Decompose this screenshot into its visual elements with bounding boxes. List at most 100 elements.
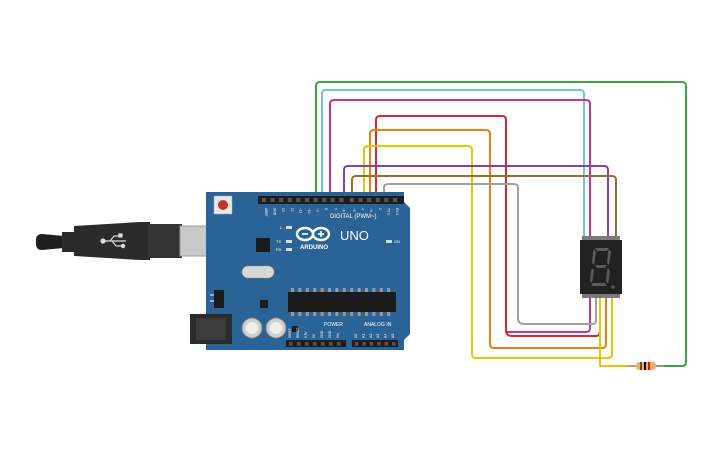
led-label-l: L [280,225,283,230]
power-pin-hole[interactable] [313,342,317,346]
digital-pin-label: 12 [290,208,294,212]
digital-pin-label: 2 [378,208,382,210]
chip-leg [335,312,339,316]
digital-pin-label: 13 [281,208,285,212]
power-pin-label: GND [320,330,324,338]
chip-leg [320,288,324,292]
wire-brown[interactable] [351,175,617,246]
wire-red[interactable] [375,115,601,337]
chip-leg [357,312,361,316]
power-pin-hole[interactable] [305,342,309,346]
chip-leg [365,312,368,316]
wire-magenta[interactable] [329,99,591,333]
wire-gray[interactable] [383,183,597,325]
digital-pin-hole[interactable] [322,198,327,202]
digital-pin-label: ~6 [341,208,345,212]
digital-pin-hole[interactable] [305,198,309,202]
chip-leg [350,312,354,316]
resistor-band-3 [648,362,650,370]
power-pin-label: Vin [336,333,340,338]
power-pin-hole[interactable] [289,342,293,346]
chip-leg [379,288,383,292]
analog-header[interactable] [352,340,398,347]
chip-pins [291,288,391,316]
digital-header-label: DIGITAL (PWM~) [330,214,377,220]
digital-pin-hole[interactable] [296,198,301,202]
power-pin-hole[interactable] [321,342,325,346]
analog-pin-label: A1 [361,334,365,338]
digital-pin-label: AREF [264,208,268,217]
chip-leg [335,288,339,292]
digital-pin-hole[interactable] [330,198,335,202]
power-pin-label: RESET [296,327,300,338]
chip-leg [313,312,317,316]
analog-pin-hole[interactable] [392,342,396,346]
wire-green[interactable] [315,81,687,367]
chip-leg [357,288,361,292]
bottom-pin-holes[interactable] [289,342,396,346]
digital-pin-holes[interactable] [262,198,397,202]
usb-chip [256,238,270,252]
digital-pin-hole[interactable] [375,198,380,202]
analog-pin-hole[interactable] [355,342,359,346]
atmega-chip [288,292,396,312]
resistor[interactable] [628,362,664,370]
digital-pin-hole[interactable] [393,198,397,202]
crystal [241,265,275,279]
digital-pin-hole[interactable] [313,198,318,202]
digital-pin-hole[interactable] [270,198,275,202]
analog-pin-hole[interactable] [362,342,366,346]
chip-leg [305,288,309,292]
power-pin-label: 3.3V [304,331,308,338]
power-pin-hole[interactable] [337,342,341,346]
analog-pin-hole[interactable] [377,342,381,346]
display-pins-bottom [582,292,620,298]
chip-leg [342,312,346,316]
analog-pin-hole[interactable] [369,342,374,346]
digital-pin-label: ~3 [369,208,373,212]
logo-text: ARDUINO [300,245,328,251]
power-pin-hole[interactable] [329,342,333,346]
display-segments [590,248,615,289]
power-pin-hole[interactable] [297,342,301,346]
chip-leg [365,288,368,292]
analog-pin-label: A5 [391,334,395,338]
digital-pin-label: ~10 [307,208,311,214]
chip-leg [291,312,294,316]
wire-group [315,81,687,367]
digital-pin-hole[interactable] [339,198,344,202]
wire-cyan[interactable] [321,89,585,246]
digital-pin-hole[interactable] [350,198,354,202]
digital-pin-hole[interactable] [384,198,389,202]
digital-pin-hole[interactable] [287,198,292,202]
usb-cable[interactable] [36,222,239,260]
analog-label: ANALOG IN [364,322,392,328]
power-label: POWER [324,322,343,328]
wire-orange[interactable] [369,129,607,349]
wire-yellow[interactable] [363,145,613,359]
analog-pin-label: A2 [369,334,373,338]
usb-icon [100,233,126,249]
status-leds: L TX RX ON [276,225,400,252]
seven-segment-display[interactable]: 8 [0,0,622,298]
digital-pin-hole[interactable] [367,198,372,202]
digital-pin-label: 7 [333,208,337,210]
chip-leg [313,288,317,292]
analog-pin-label: A3 [376,334,380,338]
chip-leg [305,312,309,316]
digital-pin-label: 4 [361,208,365,210]
digital-pin-hole[interactable] [279,198,284,202]
digital-pin-hole[interactable] [358,198,363,202]
chip-leg [387,312,391,316]
digital-pin-hole[interactable] [262,198,266,202]
wire-common[interactable] [599,296,636,367]
capacitors [241,317,287,339]
analog-pin-hole[interactable] [384,342,389,346]
chip-leg [320,312,324,316]
chip-leg [379,312,383,316]
wire-purple[interactable] [343,165,609,246]
digital-pin-label: RX 0 [395,208,399,215]
